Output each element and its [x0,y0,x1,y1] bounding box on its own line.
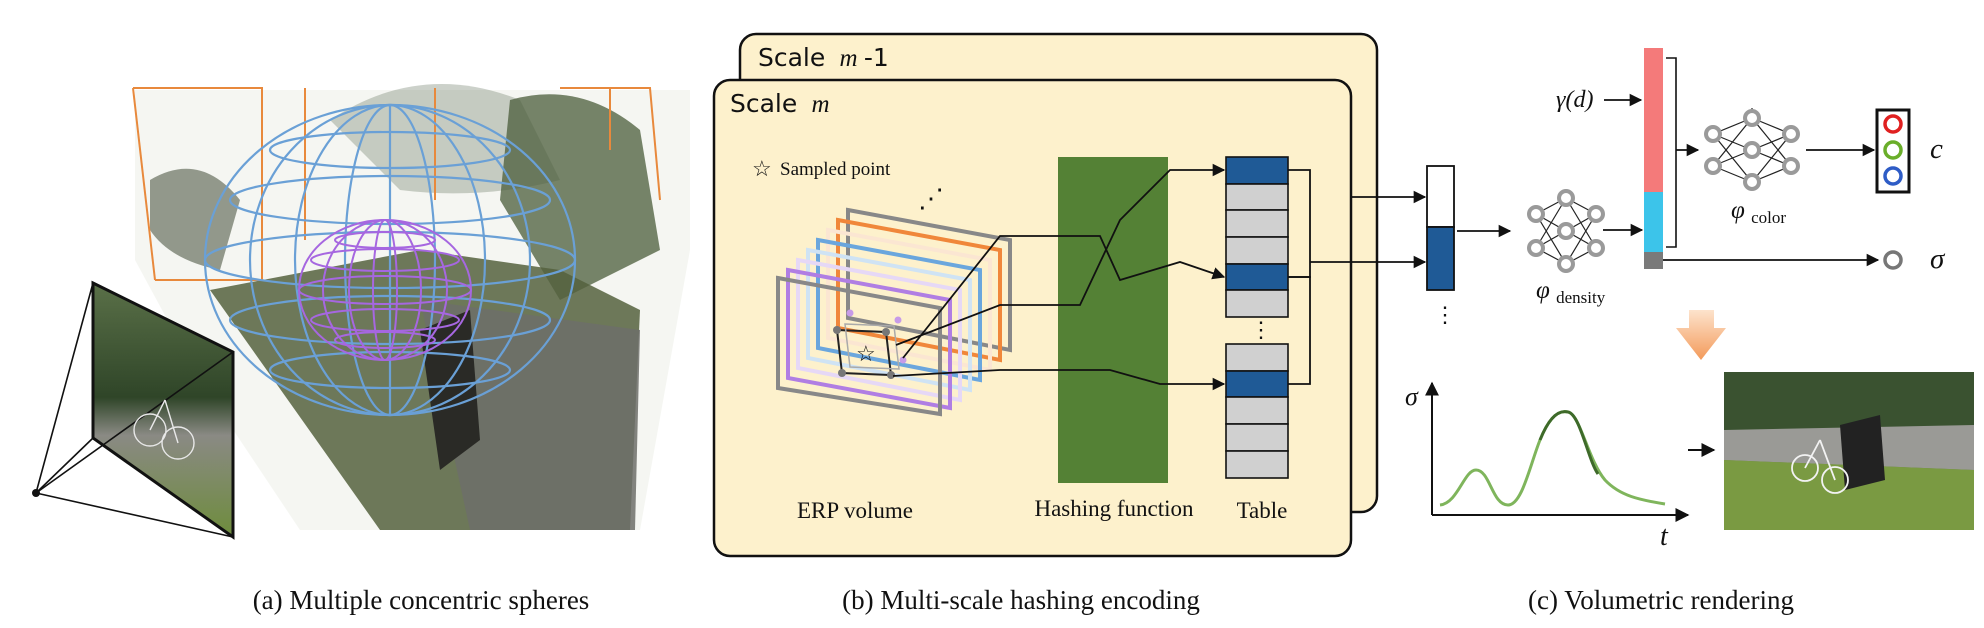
erp-more-dots: ⋰ [918,184,944,213]
caption-a: (a) Multiple concentric spheres [253,585,590,615]
gamma-d-label: γ(d) [1556,87,1593,113]
panel-a-scene [32,84,690,540]
scale-front-panel [712,78,1353,558]
camera-frustum [32,280,235,540]
bench-cloud [420,310,480,470]
hashing-function-label: Hashing function [1034,496,1194,521]
erp-volume-label: ERP volume [797,498,913,523]
density-mlp-icon [1527,189,1605,273]
hash-connectors [892,163,1427,391]
hash-table-top [1225,156,1289,318]
tree-cloud-right [500,94,660,301]
cube-star-icon: ☆ [856,341,876,366]
geometry-feature-bar [1644,192,1663,252]
phi-density-label: φ density [1536,277,1606,307]
direction-feature-bar [1644,48,1663,192]
bicycle-thumbnail [133,399,195,460]
feature-vector-empty [1426,165,1455,228]
color-mlp-icon [1704,108,1800,191]
density-curve [1439,410,1666,507]
density-curve-peak [1538,410,1600,475]
sample-cube: ☆ [833,309,907,379]
phi-color-label: φ color [1731,197,1786,227]
density-plot: σ t [1405,381,1690,552]
sampled-point-label: Sampled point [780,159,891,180]
green-channel-icon [1883,140,1903,160]
bench-render [1840,415,1885,490]
caption-c: (c) Volumetric rendering [1528,585,1794,615]
scale-front-title: Scale m [730,89,830,118]
hash-table-bottom [1225,343,1289,479]
erp-volume-stack [776,207,1012,417]
bicycle-render [1791,439,1849,494]
blue-channel-icon [1883,166,1903,186]
feature-dots: ⋮ [1434,302,1456,327]
star-icon: ☆ [752,156,772,181]
blue-wireframe-sphere [203,103,577,417]
concat-bracket [1666,57,1677,248]
rendered-image [1724,372,1974,530]
density-output-icon [1883,250,1903,270]
feature-vector-filled [1426,226,1455,291]
camera-center [32,489,40,497]
density-output-bar [1644,252,1663,269]
panel-b: Scale m -1 Scale m ☆ Sampled point ⋰ [712,32,1427,558]
plot-x-label: t [1660,521,1669,552]
color-output-label: c [1930,133,1943,165]
plot-y-label: σ [1405,382,1419,411]
sigma-output-label: σ [1930,243,1946,275]
table-dots: ⋮ [1250,317,1272,342]
render-down-arrow [1676,310,1726,360]
panel-c: ⋮ φ density γ(d) [1405,48,1974,552]
red-channel-icon [1883,114,1903,134]
scale-back-title: Scale m -1 [758,43,889,72]
table-label: Table [1237,498,1288,523]
caption-b: (b) Multi-scale hashing encoding [842,585,1200,615]
rgb-output-box [1875,108,1911,194]
orange-grid-frame [132,87,661,281]
bush-cloud [150,168,240,270]
hashing-function-block [1058,157,1168,483]
purple-wireframe-sphere [298,219,472,361]
